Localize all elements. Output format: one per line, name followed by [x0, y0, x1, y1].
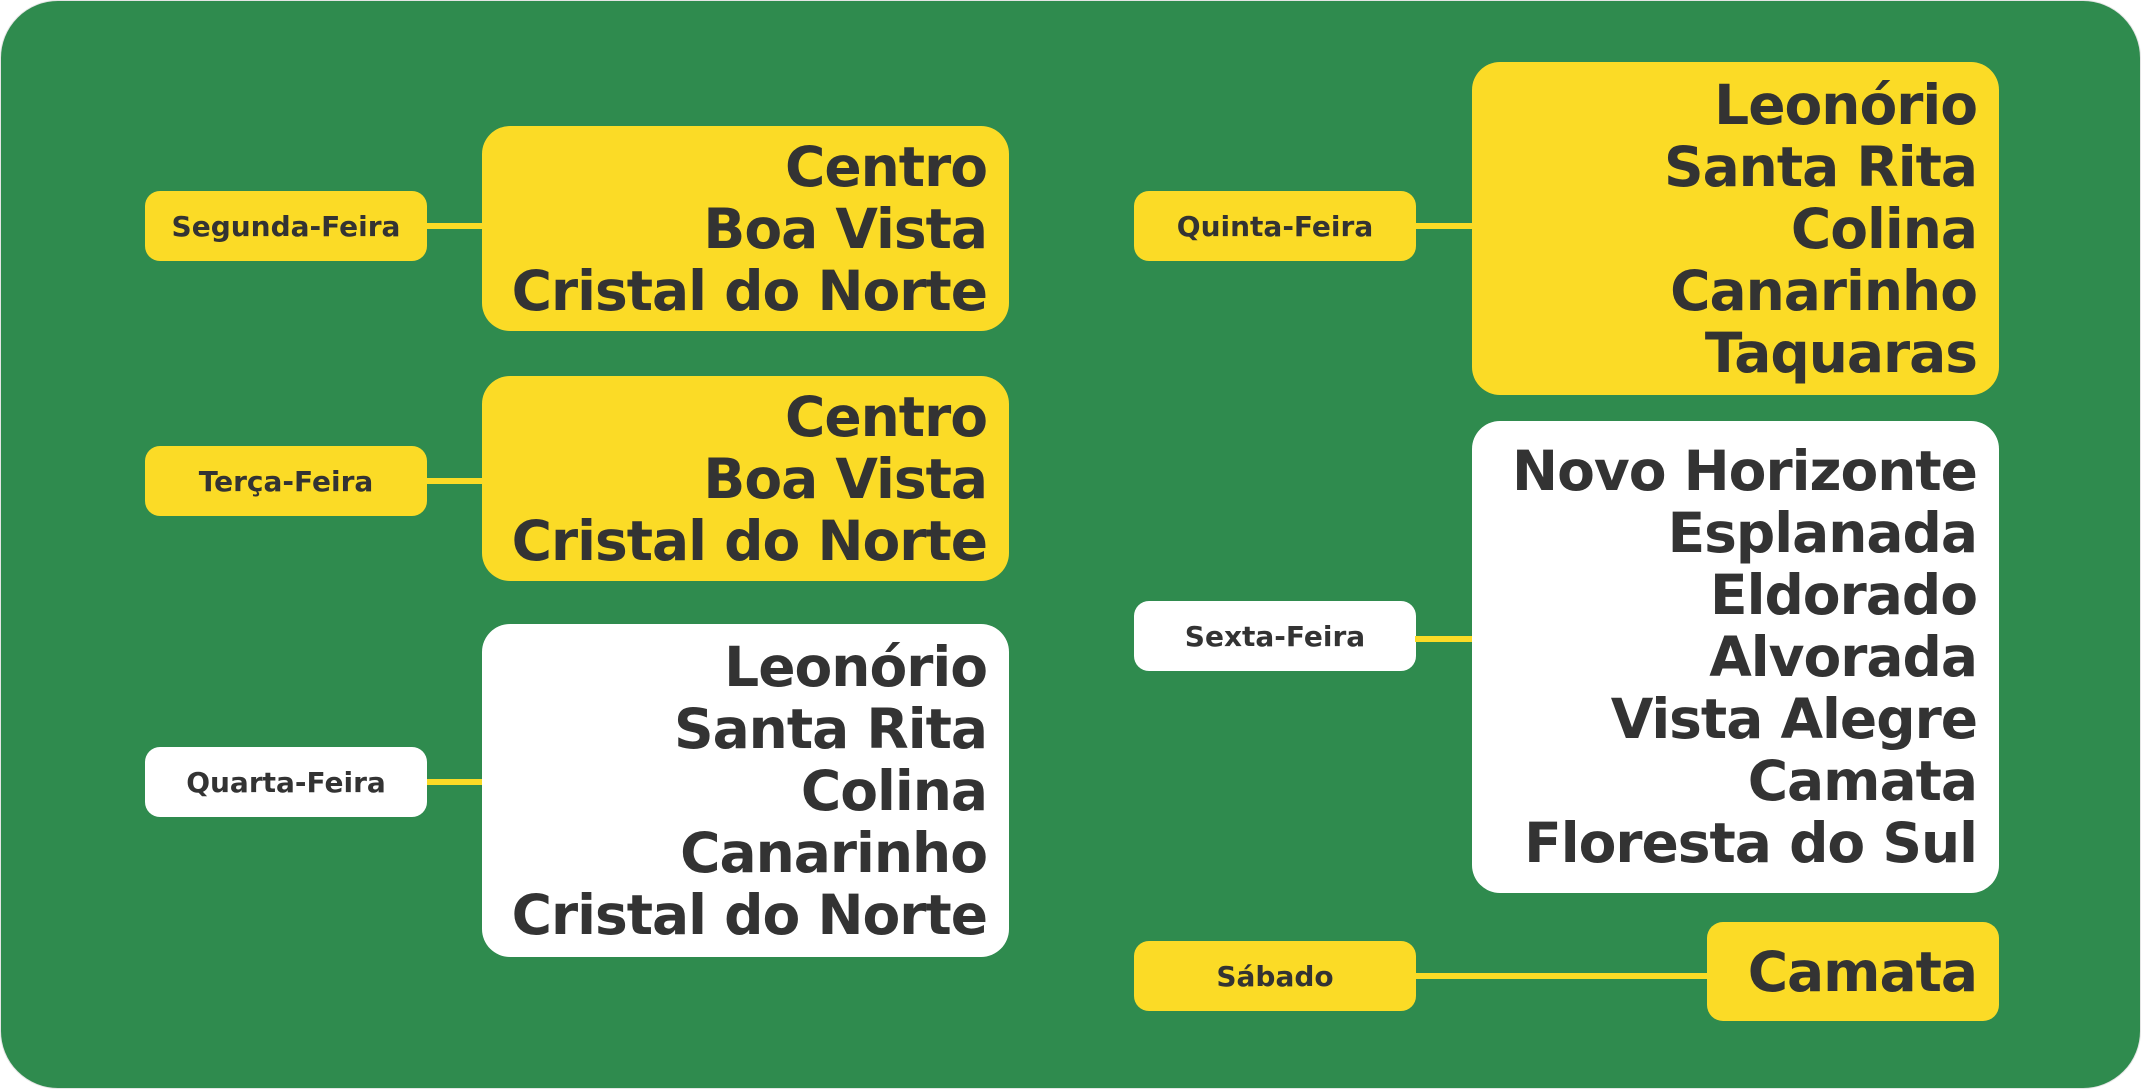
connector-quarta [427, 779, 483, 785]
day-label-terca-text: Terça-Feira [198, 464, 374, 498]
places-box-sexta: Novo Horizonte Esplanada Eldorado Alvora… [1472, 421, 1999, 893]
connector-sabado [1415, 973, 1708, 979]
place-item: Camata [1747, 749, 1978, 813]
place-item: Novo Horizonte [1512, 439, 1978, 503]
place-item: Leonório [724, 634, 988, 699]
place-item: Cristal do Norte [511, 258, 988, 323]
places-box-segunda: Centro Boa Vista Cristal do Norte [482, 126, 1009, 331]
place-item: Camata [1747, 939, 1978, 1004]
place-item: Canarinho [680, 820, 988, 885]
place-item: Centro [784, 134, 988, 199]
day-label-quarta: Quarta-Feira [145, 747, 427, 817]
connector-quinta [1415, 223, 1473, 229]
places-box-terca: Centro Boa Vista Cristal do Norte [482, 376, 1009, 581]
place-item: Leonório [1714, 72, 1978, 137]
place-item: Alvorada [1709, 625, 1978, 689]
places-box-quinta: Leonório Santa Rita Colina Canarinho Taq… [1472, 62, 1999, 395]
place-item: Cristal do Norte [511, 508, 988, 573]
place-item: Vista Alegre [1610, 687, 1978, 751]
place-item: Eldorado [1710, 563, 1978, 627]
day-label-quinta: Quinta-Feira [1134, 191, 1416, 261]
place-item: Colina [800, 758, 988, 823]
day-label-segunda-text: Segunda-Feira [171, 209, 401, 243]
day-label-segunda: Segunda-Feira [145, 191, 427, 261]
place-item: Colina [1790, 196, 1978, 261]
day-label-sexta: Sexta-Feira [1134, 601, 1416, 671]
day-label-quinta-text: Quinta-Feira [1176, 209, 1374, 243]
connector-sexta [1415, 636, 1473, 642]
day-label-sexta-text: Sexta-Feira [1184, 619, 1366, 653]
connector-terca [427, 478, 483, 484]
day-label-sabado-text: Sábado [1216, 959, 1334, 993]
places-box-quarta: Leonório Santa Rita Colina Canarinho Cri… [482, 624, 1009, 957]
place-item: Esplanada [1667, 501, 1978, 565]
day-label-sabado: Sábado [1134, 941, 1416, 1011]
place-item: Taquaras [1704, 320, 1978, 385]
connector-segunda [427, 223, 483, 229]
day-label-quarta-text: Quarta-Feira [186, 765, 386, 799]
place-item: Boa Vista [703, 196, 988, 261]
day-label-terca: Terça-Feira [145, 446, 427, 516]
place-item: Boa Vista [703, 446, 988, 511]
place-item: Floresta do Sul [1524, 811, 1978, 875]
places-box-sabado: Camata [1707, 922, 1999, 1021]
place-item: Cristal do Norte [511, 882, 988, 947]
place-item: Canarinho [1670, 258, 1978, 323]
place-item: Santa Rita [673, 696, 988, 761]
place-item: Santa Rita [1663, 134, 1978, 199]
place-item: Centro [784, 384, 988, 449]
